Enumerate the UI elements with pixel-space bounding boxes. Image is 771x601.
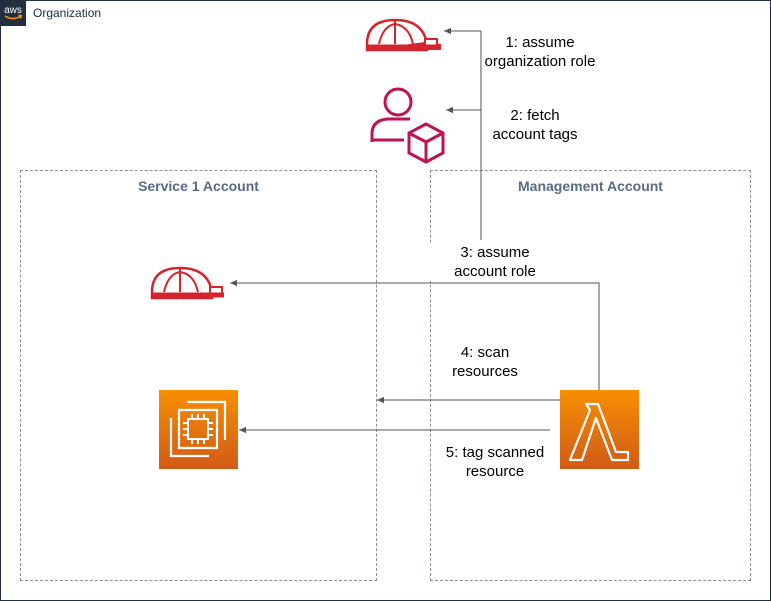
step-4-line1: 4: scan (460, 344, 510, 361)
aws-logo-icon: aws (0, 0, 26, 26)
management-account-group: Management Account (430, 170, 751, 581)
step-3-line2: account role (454, 263, 536, 280)
step-4-label: 4: scan resources (415, 343, 555, 381)
step-5-line2: resource (465, 463, 525, 480)
step-5-line1: 5: tag scanned (445, 444, 545, 461)
management-account-title: Management Account (518, 178, 663, 194)
step-4-line2: resources (452, 363, 518, 380)
organizations-account-icon (370, 87, 445, 164)
step-2-line1: 2: fetch (510, 107, 560, 124)
step-5-label: 5: tag scanned resource (425, 443, 565, 481)
step-2-label: 2: fetch account tags (465, 106, 605, 144)
step-2-line2: account tags (492, 126, 578, 143)
organization-label: Organization (33, 6, 102, 20)
account-role-helmet-icon (150, 266, 224, 300)
step-1-line1: 1: assume (505, 34, 575, 51)
step-3-line1: 3: assume (460, 244, 530, 261)
svg-text:aws: aws (4, 5, 22, 16)
lambda-function-icon (560, 390, 639, 469)
service-account-group: Service 1 Account (20, 170, 377, 581)
step-3-label: 3: assume account role (425, 243, 565, 281)
arrow-step-3 (230, 279, 600, 391)
ec2-instance-icon (159, 390, 238, 469)
step-1-line2: organization role (484, 53, 596, 70)
service-account-title: Service 1 Account (138, 178, 259, 194)
org-role-helmet-icon (365, 18, 441, 52)
step-1-label: 1: assume organization role (470, 33, 610, 71)
